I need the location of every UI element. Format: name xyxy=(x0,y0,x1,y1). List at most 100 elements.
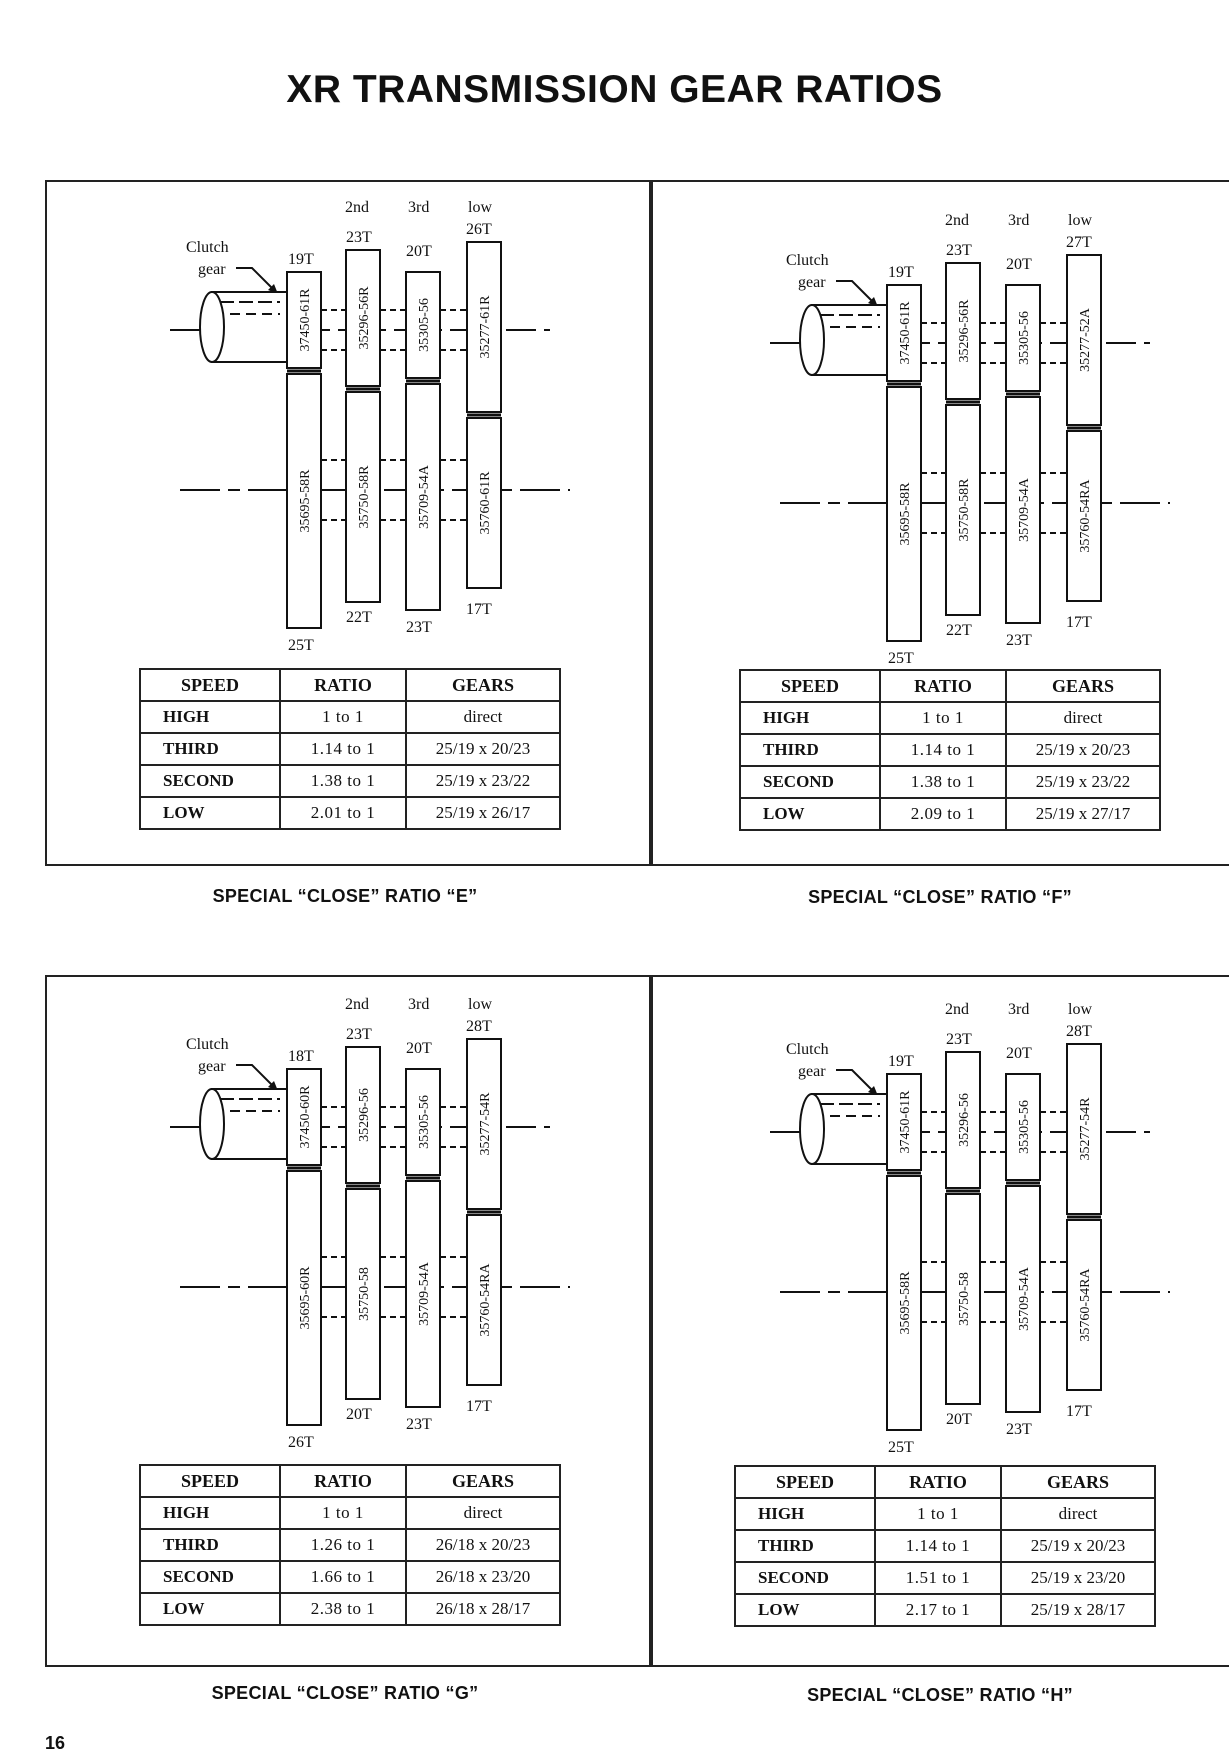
clutch-arrow-line xyxy=(236,267,279,295)
second-gear-teeth: 23T xyxy=(346,229,372,246)
counter-third-teeth: 23T xyxy=(406,1416,432,1433)
counter-gear xyxy=(1005,396,1041,624)
third-gear-teeth: 20T xyxy=(406,243,432,260)
gears-cell: 25/19 x 20/23 xyxy=(1000,1529,1156,1563)
header-2nd: 2nd xyxy=(345,996,369,1013)
second-gear-teeth: 23T xyxy=(946,242,972,259)
panel-h xyxy=(649,975,1229,1667)
gears-cell: direct xyxy=(1005,701,1161,735)
counter-clutch-teeth: 26T xyxy=(288,1434,314,1451)
main-gear-part-number: 35277-61R xyxy=(478,295,493,359)
speed-cell: THIRD xyxy=(739,733,881,767)
header-low: low xyxy=(468,199,492,216)
panel-g xyxy=(45,975,653,1667)
speed-header: SPEED xyxy=(139,1464,281,1498)
counter-gear xyxy=(1066,430,1102,602)
counter-gear-part-number: 35709-54A xyxy=(1017,1266,1032,1331)
header-3rd: 3rd xyxy=(1008,212,1029,229)
caption-h: SPECIAL “CLOSE” RATIO “H” xyxy=(807,1685,1073,1705)
main-gear-part-number: 35305-56 xyxy=(417,1095,432,1149)
input-shaft-end xyxy=(799,1093,825,1165)
counter-clutch-teeth: 25T xyxy=(888,1439,914,1456)
speed-cell: SECOND xyxy=(734,1561,876,1595)
counter-clutch-teeth: 25T xyxy=(288,637,314,654)
counter-gear-part-number: 35695-60R xyxy=(298,1266,313,1330)
third-gear-teeth: 20T xyxy=(406,1040,432,1057)
header-2nd: 2nd xyxy=(945,212,969,229)
counter-gear-part-number: 35760-54RA xyxy=(1078,479,1093,553)
counter-second-teeth: 20T xyxy=(946,1411,972,1428)
speed-cell: LOW xyxy=(734,1593,876,1627)
main-gear xyxy=(345,249,381,387)
gear-label: gear xyxy=(798,274,826,291)
gears-cell: 25/19 x 23/20 xyxy=(1000,1561,1156,1595)
speed-cell: HIGH xyxy=(739,701,881,735)
input-shaft-end xyxy=(199,291,225,363)
ratio-cell: 1 to 1 xyxy=(279,1496,407,1530)
main-gear xyxy=(345,1046,381,1184)
header-3rd: 3rd xyxy=(408,199,429,216)
ratio-cell: 2.09 to 1 xyxy=(879,797,1007,831)
header-3rd: 3rd xyxy=(408,996,429,1013)
ratio-cell: 1.14 to 1 xyxy=(279,732,407,766)
counter-clutch-teeth: 25T xyxy=(888,650,914,667)
main-gear-part-number: 37450-60R xyxy=(298,1085,313,1149)
counter-gear xyxy=(1005,1185,1041,1413)
counter-gear xyxy=(466,1214,502,1386)
caption-e: SPECIAL “CLOSE” RATIO “E” xyxy=(212,886,478,906)
caption-g: SPECIAL “CLOSE” RATIO “G” xyxy=(211,1683,479,1703)
main-gear-part-number: 37450-61R xyxy=(298,288,313,352)
speed-cell: THIRD xyxy=(734,1529,876,1563)
main-gear-part-number: 35305-56 xyxy=(1017,311,1032,365)
gears-cell: 25/19 x 28/17 xyxy=(1000,1593,1156,1627)
clutch-arrow-line xyxy=(836,1069,879,1097)
main-gear-part-number: 35296-56 xyxy=(357,1088,372,1142)
counter-gear-part-number: 35760-54RA xyxy=(478,1263,493,1337)
main-gear xyxy=(466,1038,502,1210)
main-gear-part-number: 37450-61R xyxy=(898,301,913,365)
counter-gear-part-number: 35709-54A xyxy=(1017,477,1032,542)
main-gear-part-number: 35296-56R xyxy=(957,299,972,363)
ratio-cell: 1 to 1 xyxy=(879,701,1007,735)
counter-gear xyxy=(286,1170,322,1426)
header-2nd: 2nd xyxy=(945,1001,969,1018)
clutch-gear-teeth: 19T xyxy=(888,264,914,281)
clutch-gear-teeth: 19T xyxy=(288,251,314,268)
clutch-gear-teeth: 19T xyxy=(888,1053,914,1070)
counter-gear-part-number: 35709-54A xyxy=(417,1261,432,1326)
ratio-cell: 1.26 to 1 xyxy=(279,1528,407,1562)
speed-cell: HIGH xyxy=(139,1496,281,1530)
speed-cell: HIGH xyxy=(734,1497,876,1531)
counter-gear-part-number: 35709-54A xyxy=(417,464,432,529)
gear-label: gear xyxy=(198,261,226,278)
counter-gear xyxy=(886,386,922,642)
gears-cell: 25/19 x 23/22 xyxy=(1005,765,1161,799)
ratio-cell: 1.66 to 1 xyxy=(279,1560,407,1594)
header-low: low xyxy=(1068,212,1092,229)
gears-cell: 25/19 x 26/17 xyxy=(405,796,561,830)
counter-low-teeth: 17T xyxy=(466,1398,492,1415)
low-gear-teeth: 27T xyxy=(1066,234,1092,251)
caption-f: SPECIAL “CLOSE” RATIO “F” xyxy=(808,887,1072,907)
clutch-label: Clutch xyxy=(186,239,229,256)
third-gear-teeth: 20T xyxy=(1006,256,1032,273)
speed-header: SPEED xyxy=(139,668,281,702)
counter-third-teeth: 23T xyxy=(406,619,432,636)
ratio-header: RATIO xyxy=(874,1465,1002,1499)
main-gear xyxy=(1066,254,1102,426)
page-title: XR TRANSMISSION GEAR RATIOS xyxy=(286,68,943,111)
panel-e xyxy=(45,180,653,866)
speed-cell: LOW xyxy=(739,797,881,831)
ratio-cell: 1.51 to 1 xyxy=(874,1561,1002,1595)
